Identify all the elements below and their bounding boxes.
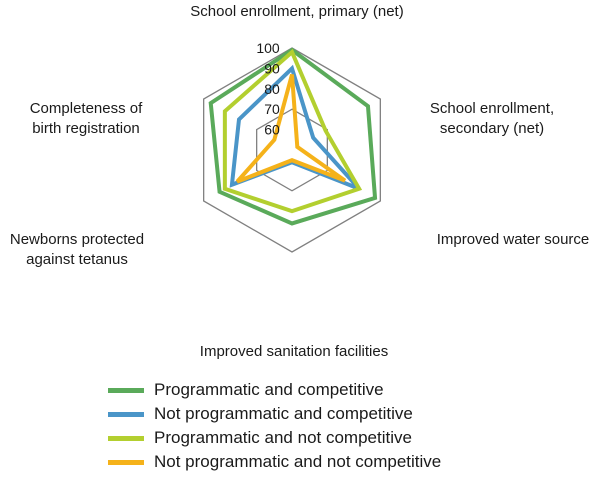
legend-label: Programmatic and not competitive xyxy=(154,428,412,447)
axis-label-3: Improved water source xyxy=(437,231,590,248)
tick-label-80: 80 xyxy=(264,81,280,97)
legend-swatch xyxy=(108,459,144,465)
series-layer xyxy=(208,47,378,226)
tick-label-100: 100 xyxy=(256,40,280,56)
gridline-100 xyxy=(203,47,381,253)
tick-labels: 60 70 80 90 100 xyxy=(256,40,280,138)
axis-labels: School enrollment, primary (net) School e… xyxy=(10,3,589,360)
tick-label-70: 70 xyxy=(264,101,280,117)
legend-item-1: Programmatic and competitive xyxy=(108,378,441,402)
series-line-1 xyxy=(208,47,378,226)
legend-swatch xyxy=(108,387,144,393)
tick-label-60: 60 xyxy=(264,122,280,138)
legend-item-3: Programmatic and not competitive xyxy=(108,426,441,450)
legend-label: Not programmatic and not competitive xyxy=(154,452,442,471)
legend-label: Not programmatic and competitive xyxy=(154,404,413,423)
legend-item-4: Not programmatic and not competitive xyxy=(108,450,441,474)
tick-label-90: 90 xyxy=(264,60,280,76)
series-line-4 xyxy=(235,73,347,184)
axis-label-2: School enrollment,secondary (net) xyxy=(430,100,554,137)
legend-label: Programmatic and competitive xyxy=(154,380,384,399)
gridline-70 xyxy=(256,108,328,192)
axis-label-4: Improved sanitation facilities xyxy=(200,343,388,360)
radar-grid xyxy=(203,47,381,253)
axis-label-1: School enrollment, primary (net) xyxy=(190,3,403,20)
series-line-3 xyxy=(222,48,363,214)
legend-swatch xyxy=(108,435,144,441)
legend-swatch xyxy=(108,411,144,417)
legend-item-2: Not programmatic and competitive xyxy=(108,402,441,426)
